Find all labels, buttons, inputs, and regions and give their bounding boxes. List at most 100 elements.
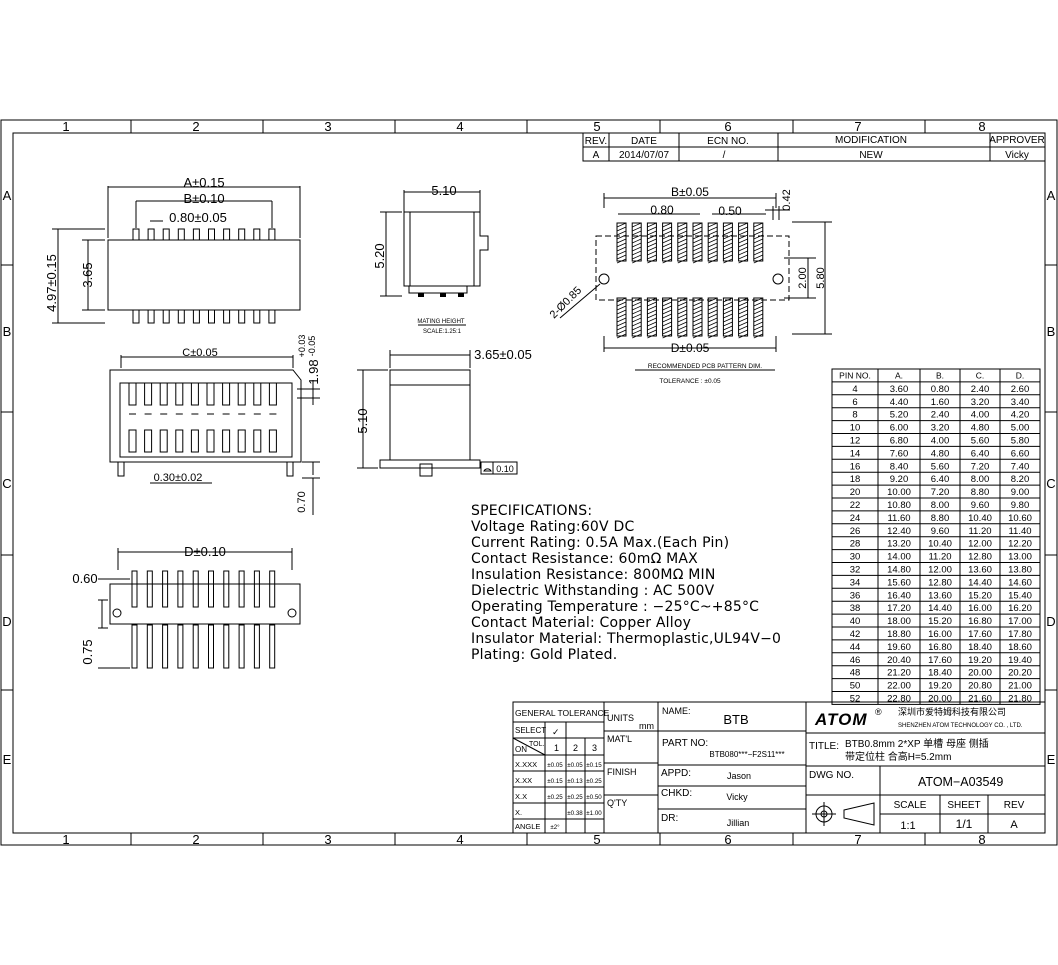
pcb-pad-hatch (753, 301, 763, 307)
tol-row-label: X.XX (515, 776, 532, 785)
pcb-pad-hatch (753, 254, 763, 260)
pcb-pad-hatch (632, 238, 642, 244)
pcb-pad-hatch (677, 297, 687, 303)
pcb-pad-hatch (632, 301, 642, 307)
front-pin-upper (175, 382, 184, 406)
pcb-pad-hatch (692, 230, 703, 236)
pin-table-cell: 18.40 (928, 668, 952, 679)
tol-col-3: 3 (592, 743, 597, 753)
pcb-pad-hatch (677, 226, 687, 232)
pcb-pad-hatch (616, 317, 627, 323)
front-pin-lower (175, 429, 184, 453)
bottom-view: D±0.10 0.60 0.75 (72, 544, 301, 669)
pcb-pad-hatch (647, 305, 657, 311)
pin-table-cell: 20.00 (968, 668, 992, 679)
pcb-pad-hatch (632, 242, 642, 248)
top-pin-upper (192, 228, 200, 241)
pcb-pad-hatch (738, 321, 748, 327)
row-label-left: A (3, 188, 12, 203)
front-pin-upper (190, 382, 199, 406)
pcb-pad-hatch (647, 250, 657, 256)
pin-table-cell: 7.60 (890, 448, 909, 459)
pin-table-cell: 5.00 (1011, 423, 1030, 434)
pcb-pad-hatch (647, 230, 657, 236)
tol-row-value: ±2° (550, 824, 560, 831)
pcb-dim-gap: 0.42 (781, 189, 793, 210)
chkd-value: Vicky (726, 792, 748, 802)
pin-table-cell: 8.40 (890, 461, 909, 472)
pcb-pad-hatch (753, 321, 763, 327)
pcb-pad-hatch (662, 230, 672, 236)
pcb-pad-hatch (632, 297, 642, 303)
bottom-dim-left-top: 0.60 (72, 571, 97, 586)
pcb-pad-hatch (738, 254, 748, 260)
pcb-pad-hatch (692, 317, 703, 323)
front-pin-upper (268, 382, 277, 406)
pin-table-cell: 38 (850, 603, 861, 614)
pin-table-cell: 14.40 (968, 577, 992, 588)
tol-row-value: ±0.15 (547, 778, 563, 785)
pcb-pad-hatch (738, 313, 748, 319)
pin-table-cell: 10.00 (887, 487, 911, 498)
pcb-pad-hatch (662, 242, 672, 248)
pcb-pad-hatch (708, 325, 718, 331)
pcb-pad-hatch (632, 234, 642, 240)
dwg-value: ATOM−A03549 (918, 775, 1003, 789)
spec-line: Contact Material: Copper Alloy (471, 615, 692, 631)
pcb-pad-hatch (692, 305, 703, 311)
row-label-right: D (1046, 614, 1055, 629)
pcb-pad-hatch (708, 242, 718, 248)
pin-table-cell: 20.20 (1008, 668, 1032, 679)
bottom-pin-lower (223, 624, 230, 669)
zone-labels: 1 2 3 4 5 6 7 8 1 2 3 4 5 6 7 8 A B C D … (2, 119, 1055, 847)
pcb-pad-hatch (662, 250, 672, 256)
pin-table-cell: 15.20 (968, 590, 992, 601)
pcb-pad-hatch (647, 325, 657, 331)
pcb-pad-hatch (708, 329, 718, 335)
company-name-en: SHENZHEN ATOM TECHNOLOGY CO. , LTD. (898, 723, 1023, 729)
pin-table-cell: 24 (850, 513, 861, 524)
bottom-dim-left-bottom: 0.75 (80, 639, 95, 664)
spec-line: Insulation Resistance: 800MΩ MIN (471, 567, 716, 583)
pcb-pad-hatch (647, 234, 657, 240)
tol-row-label: X.X (515, 792, 527, 801)
pcb-pad-hatch (662, 226, 672, 232)
pin-table-header: C. (976, 371, 985, 381)
pin-table-cell: 6 (852, 397, 857, 408)
pcb-pad-hatch (616, 329, 627, 335)
pin-table-cell: 13.00 (1008, 552, 1032, 563)
bottom-pin-lower (162, 624, 169, 669)
pcb-pad-hatch (692, 258, 703, 264)
pin-table-cell: 15.20 (928, 616, 952, 627)
pcb-pad-hatch (647, 238, 657, 244)
pcb-pad-hatch (723, 242, 733, 248)
pin-table-cell: 19.40 (1008, 655, 1032, 666)
front-pin-upper (237, 382, 246, 406)
col-label-bottom: 1 (62, 832, 69, 847)
top-pin-upper (162, 228, 170, 241)
pin-table-cell: 12.80 (928, 577, 952, 588)
pcb-pads (616, 222, 764, 339)
pcb-pad-hatch (738, 325, 748, 331)
tol-row-label: ANGLE (515, 822, 540, 831)
pin-table-cell: 7.40 (1011, 461, 1030, 472)
pcb-pad-hatch (753, 313, 763, 319)
top-pin-upper (268, 228, 276, 241)
bottom-pin-lower (208, 624, 214, 669)
pcb-pad-hatch (662, 305, 672, 311)
pin-table-cell: 50 (850, 681, 861, 692)
pin-table-cell: 16.20 (1008, 603, 1032, 614)
pin-table-cell: 10.40 (928, 539, 952, 550)
pcb-pad-hatch (738, 317, 748, 323)
pcb-pad-hatch (677, 301, 687, 307)
pcb-pad-hatch (647, 317, 657, 323)
pcb-pad-hatch (708, 309, 718, 315)
pin-table-cell: 4.00 (931, 436, 950, 447)
rev-value: A (1010, 819, 1018, 831)
pin-table-cell: 11.20 (968, 526, 991, 537)
pcb-pad-hatch (753, 333, 763, 339)
pcb-pad-hatch (616, 333, 627, 339)
pcb-pad-hatch (647, 258, 657, 264)
pcb-pad-hatch (677, 329, 687, 335)
